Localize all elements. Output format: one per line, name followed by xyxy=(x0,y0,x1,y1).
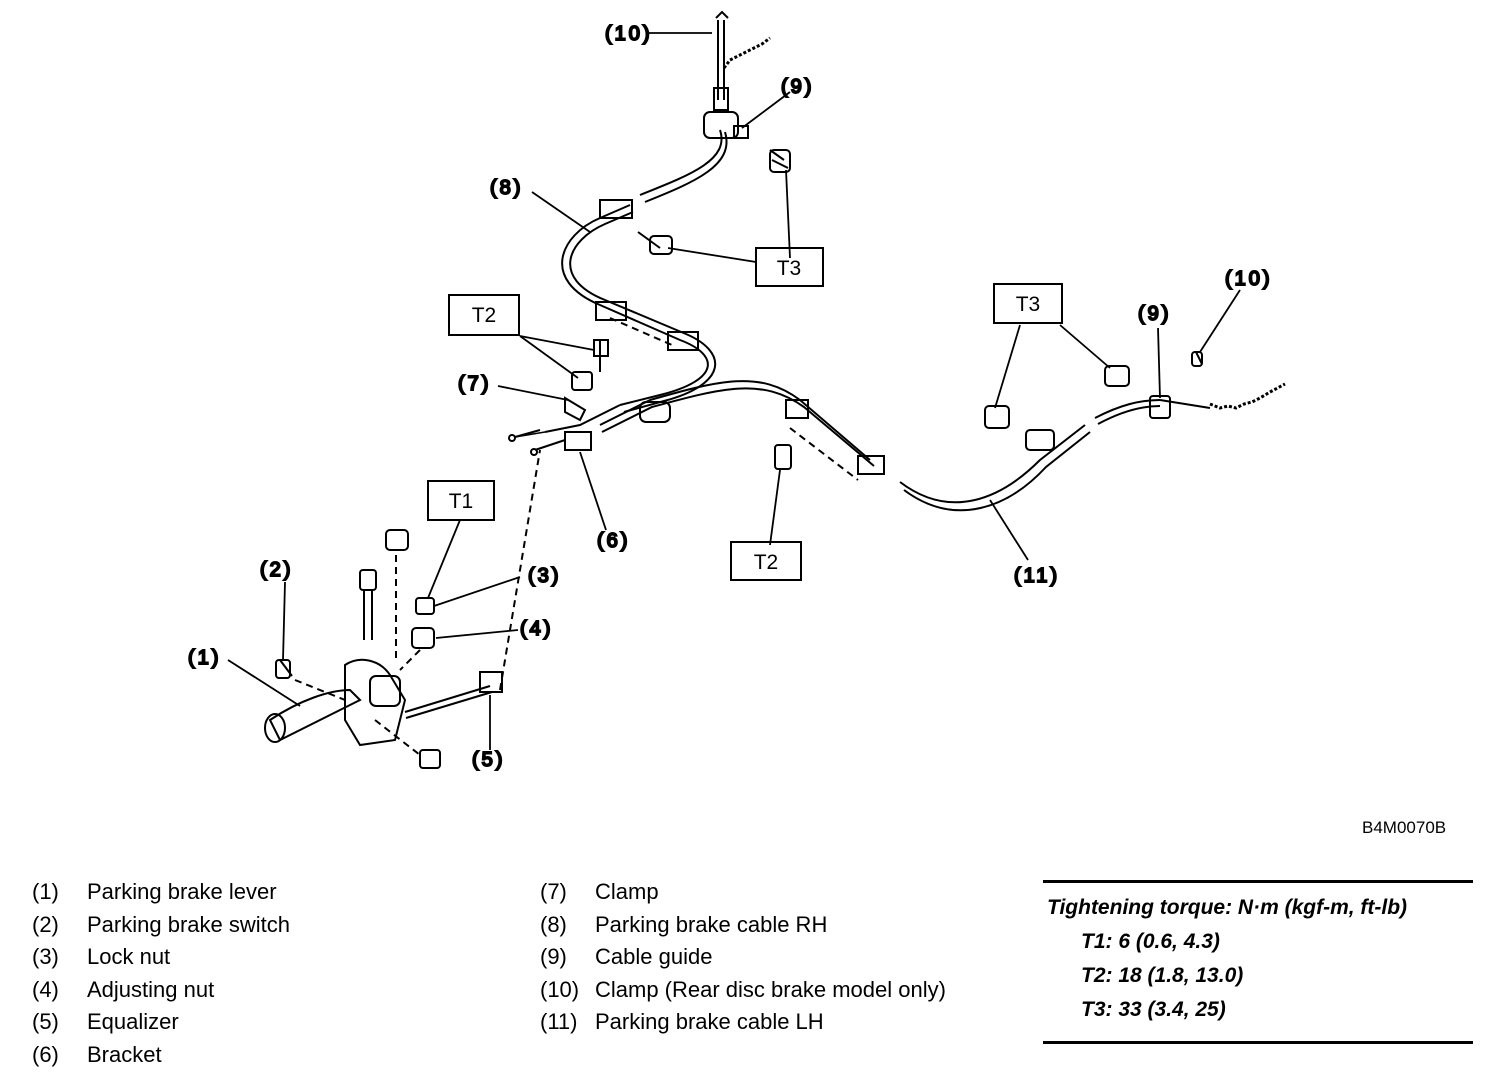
legend-item: (6)Bracket xyxy=(32,1041,162,1067)
torque-title: Tightening torque: N·m (kgf-m, ft-lb) xyxy=(1047,896,1408,919)
svg-text:T3: T3 xyxy=(777,257,802,280)
rh-cable-clamps xyxy=(571,199,699,391)
legend-item: (11)Parking brake cable LH xyxy=(540,1009,824,1035)
torque-box-t1: T1 xyxy=(427,480,495,521)
svg-text:T1: T1 xyxy=(449,490,474,513)
callout-11: (11) xyxy=(1014,565,1060,587)
figure-code: B4M0070B xyxy=(1362,818,1447,837)
callout-10-rh: (10) xyxy=(605,23,653,45)
parking-brake-cable-rh xyxy=(514,129,728,438)
legend-item: (1)Parking brake lever xyxy=(32,879,277,904)
callout-5: (5) xyxy=(472,749,505,771)
legend-left: (1)Parking brake lever (2)Parking brake … xyxy=(32,876,472,1072)
rh-cable-end-spring xyxy=(713,10,771,111)
svg-text:T2: T2 xyxy=(754,551,779,574)
torque-box-t3-upper: T3 xyxy=(755,247,824,287)
callout-3: (3) xyxy=(528,565,561,587)
callout-8: (8) xyxy=(490,177,523,199)
callout-7: (7) xyxy=(458,373,491,395)
callout-9-rh: (9) xyxy=(781,76,814,98)
callout-9-lh: (9) xyxy=(1138,303,1171,325)
parking-brake-cable-lh xyxy=(599,380,1286,512)
legend-item: (5)Equalizer xyxy=(32,1009,179,1035)
legend-item: (8)Parking brake cable RH xyxy=(540,911,828,937)
bracket-and-clamp-area xyxy=(508,396,671,456)
torque-box-t2-upper: T2 xyxy=(448,294,520,336)
callout-1: (1) xyxy=(188,647,221,669)
legend-item: (9)Cable guide xyxy=(540,944,713,970)
legend-item: (10)Clamp (Rear disc brake model only) xyxy=(540,976,946,1002)
callout-2: (2) xyxy=(260,559,293,581)
svg-text:T2: T2 xyxy=(472,304,497,327)
torque-t3: T3: 33 (3.4, 25) xyxy=(1081,998,1226,1021)
legend-item: (7)Clamp xyxy=(540,879,659,904)
callout-4: (4) xyxy=(520,618,553,640)
torque-t1: T1: 6 (0.6, 4.3) xyxy=(1081,930,1220,953)
lh-cable-clamps xyxy=(774,351,1203,481)
legend-item: (3)Lock nut xyxy=(32,944,171,970)
leader-lines xyxy=(227,32,1241,750)
legend-middle: (7)Clamp (8)Parking brake cable RH (9)Ca… xyxy=(540,876,960,1039)
callout-6: (6) xyxy=(597,530,630,552)
parking-brake-lever-assembly xyxy=(264,449,541,769)
torque-box-t3-lower: T3 xyxy=(993,283,1063,324)
svg-text:T3: T3 xyxy=(1016,293,1041,316)
legend-item: (2)Parking brake switch xyxy=(32,911,290,937)
legend-item: (4)Adjusting nut xyxy=(32,976,215,1002)
callout-10-lh: (10) xyxy=(1225,268,1273,290)
torque-t2: T2: 18 (1.8, 13.0) xyxy=(1081,964,1244,987)
parking-brake-exploded-diagram: (10) (9) (8) (7) (6) (5) (4) (3) (2) (1)… xyxy=(187,10,1286,772)
torque-box-t2-lower: T2 xyxy=(730,541,802,581)
rh-cable-guide xyxy=(703,111,791,173)
tightening-torque-table: Tightening torque: N·m (kgf-m, ft-lb) T1… xyxy=(1043,880,1473,1044)
